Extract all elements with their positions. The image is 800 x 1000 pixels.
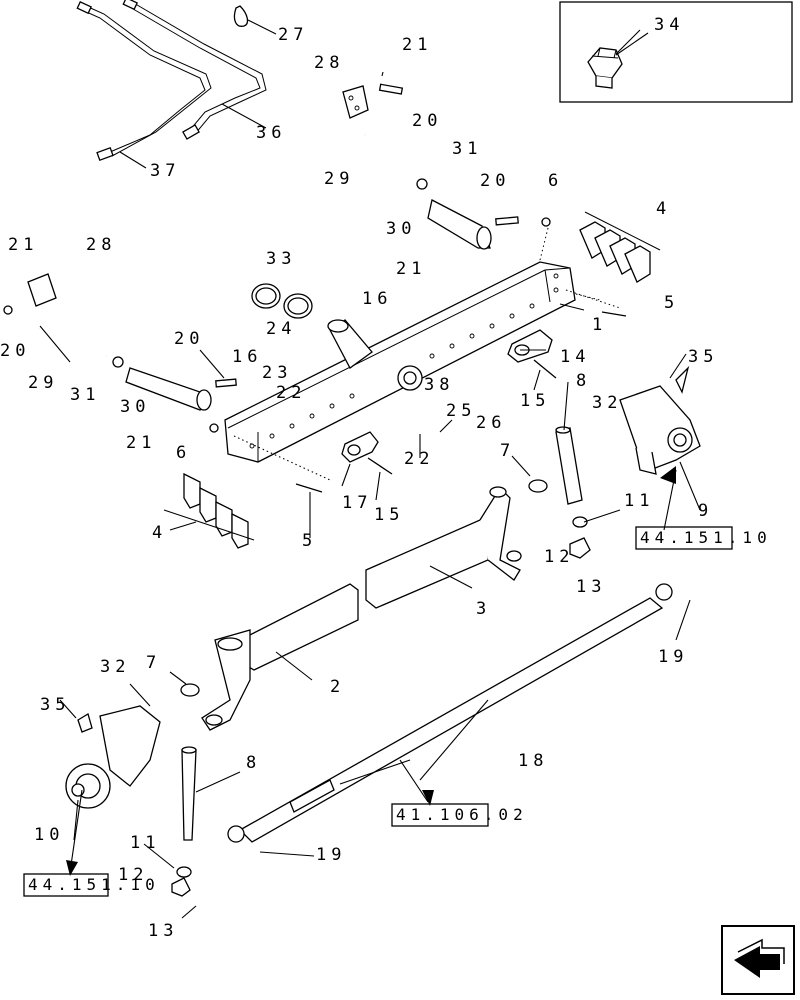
ref-label-left: 44.151.10 <box>28 875 160 894</box>
upper-hardware <box>342 71 601 301</box>
axle-beam-part <box>224 261 576 463</box>
callout: 21 <box>402 35 432 55</box>
callout: 30 <box>386 219 416 239</box>
callout: 15 <box>374 505 404 525</box>
callout: 11 <box>624 491 654 511</box>
callout: 34 <box>654 15 684 35</box>
callout: 6 <box>548 171 563 191</box>
callout: 20 <box>480 171 510 191</box>
callout: 19 <box>316 845 346 865</box>
callout: 3 <box>476 599 491 619</box>
axle-beam-holes <box>249 273 559 449</box>
callout: 4 <box>152 523 167 543</box>
callout: 37 <box>150 161 180 181</box>
callout: 18 <box>518 751 548 771</box>
callout: 35 <box>40 695 70 715</box>
callout: 5 <box>302 531 317 551</box>
callout: 19 <box>658 647 688 667</box>
callout: 27 <box>278 25 308 45</box>
callout: 2 <box>330 677 345 697</box>
pivot-bushings <box>295 311 627 493</box>
lanyard-clip-part <box>233 5 249 27</box>
callout: 29 <box>324 169 354 189</box>
left-cylinder-part <box>3 273 237 433</box>
callout: 25 <box>446 401 476 421</box>
callout: 32 <box>100 657 130 677</box>
shim-pack-upper <box>579 211 661 283</box>
callout: 21 <box>8 235 38 255</box>
ref-label-right: 44.151.10 <box>640 528 772 547</box>
tie-rod-part <box>227 583 673 843</box>
callout: 20 <box>174 329 204 349</box>
callout: 11 <box>130 833 160 853</box>
extension-tube-right <box>365 486 522 609</box>
callout: 4 <box>656 199 671 219</box>
callout: 1 <box>592 315 607 335</box>
callout: 30 <box>120 397 150 417</box>
callout: 28 <box>314 53 344 73</box>
callout: 32 <box>592 393 622 413</box>
callout: 35 <box>688 347 718 367</box>
callout: 7 <box>500 441 515 461</box>
callout: 20 <box>0 341 30 361</box>
callout: 12 <box>118 865 148 885</box>
callout: 29 <box>28 373 58 393</box>
callout: 8 <box>576 371 591 391</box>
callout: 15 <box>520 391 550 411</box>
callout: 8 <box>246 753 261 773</box>
callout: 31 <box>70 385 100 405</box>
callout: 23 <box>262 363 292 383</box>
callout: 16 <box>362 289 392 309</box>
shim-pack-lower <box>163 472 255 549</box>
hydraulic-lines <box>76 0 267 161</box>
washer-part <box>528 479 548 493</box>
right-spindle-part <box>619 365 701 475</box>
callout: 6 <box>176 443 191 463</box>
inset-frame <box>559 1 793 103</box>
callout: 17 <box>342 493 372 513</box>
callout: 22 <box>404 449 434 469</box>
hex-plug-part <box>587 32 649 89</box>
callout: 22 <box>276 383 306 403</box>
callout: 38 <box>424 375 454 395</box>
callout: 13 <box>148 921 178 941</box>
callout: 16 <box>232 347 262 367</box>
callout: 33 <box>266 249 296 269</box>
callout: 20 <box>412 111 442 131</box>
callout: 13 <box>576 577 606 597</box>
left-hub-part <box>65 705 161 809</box>
ref-box-tierod <box>391 803 489 827</box>
callout: 36 <box>256 123 286 143</box>
callout: 9 <box>698 501 713 521</box>
extension-tube-left <box>201 583 359 731</box>
callout: 26 <box>476 413 506 433</box>
ref-label-tierod: 41.106.02 <box>396 805 528 824</box>
next-page-arrow-icon[interactable] <box>721 925 795 995</box>
callout: 31 <box>452 139 482 159</box>
callout: 10 <box>34 825 64 845</box>
callout: 5 <box>664 293 679 313</box>
callout-labels: 27 21 28 20 36 37 34 31 29 30 20 6 4 21 … <box>0 15 718 941</box>
callout: 7 <box>146 653 161 673</box>
callout: 14 <box>560 347 590 367</box>
callout: 21 <box>126 433 156 453</box>
ref-box-left <box>23 873 109 897</box>
ref-box-right <box>635 526 733 550</box>
callout: 12 <box>544 547 574 567</box>
callout: 28 <box>86 235 116 255</box>
callout: 24 <box>266 319 296 339</box>
kingpin-part <box>181 426 583 841</box>
callout: 21 <box>396 259 426 279</box>
